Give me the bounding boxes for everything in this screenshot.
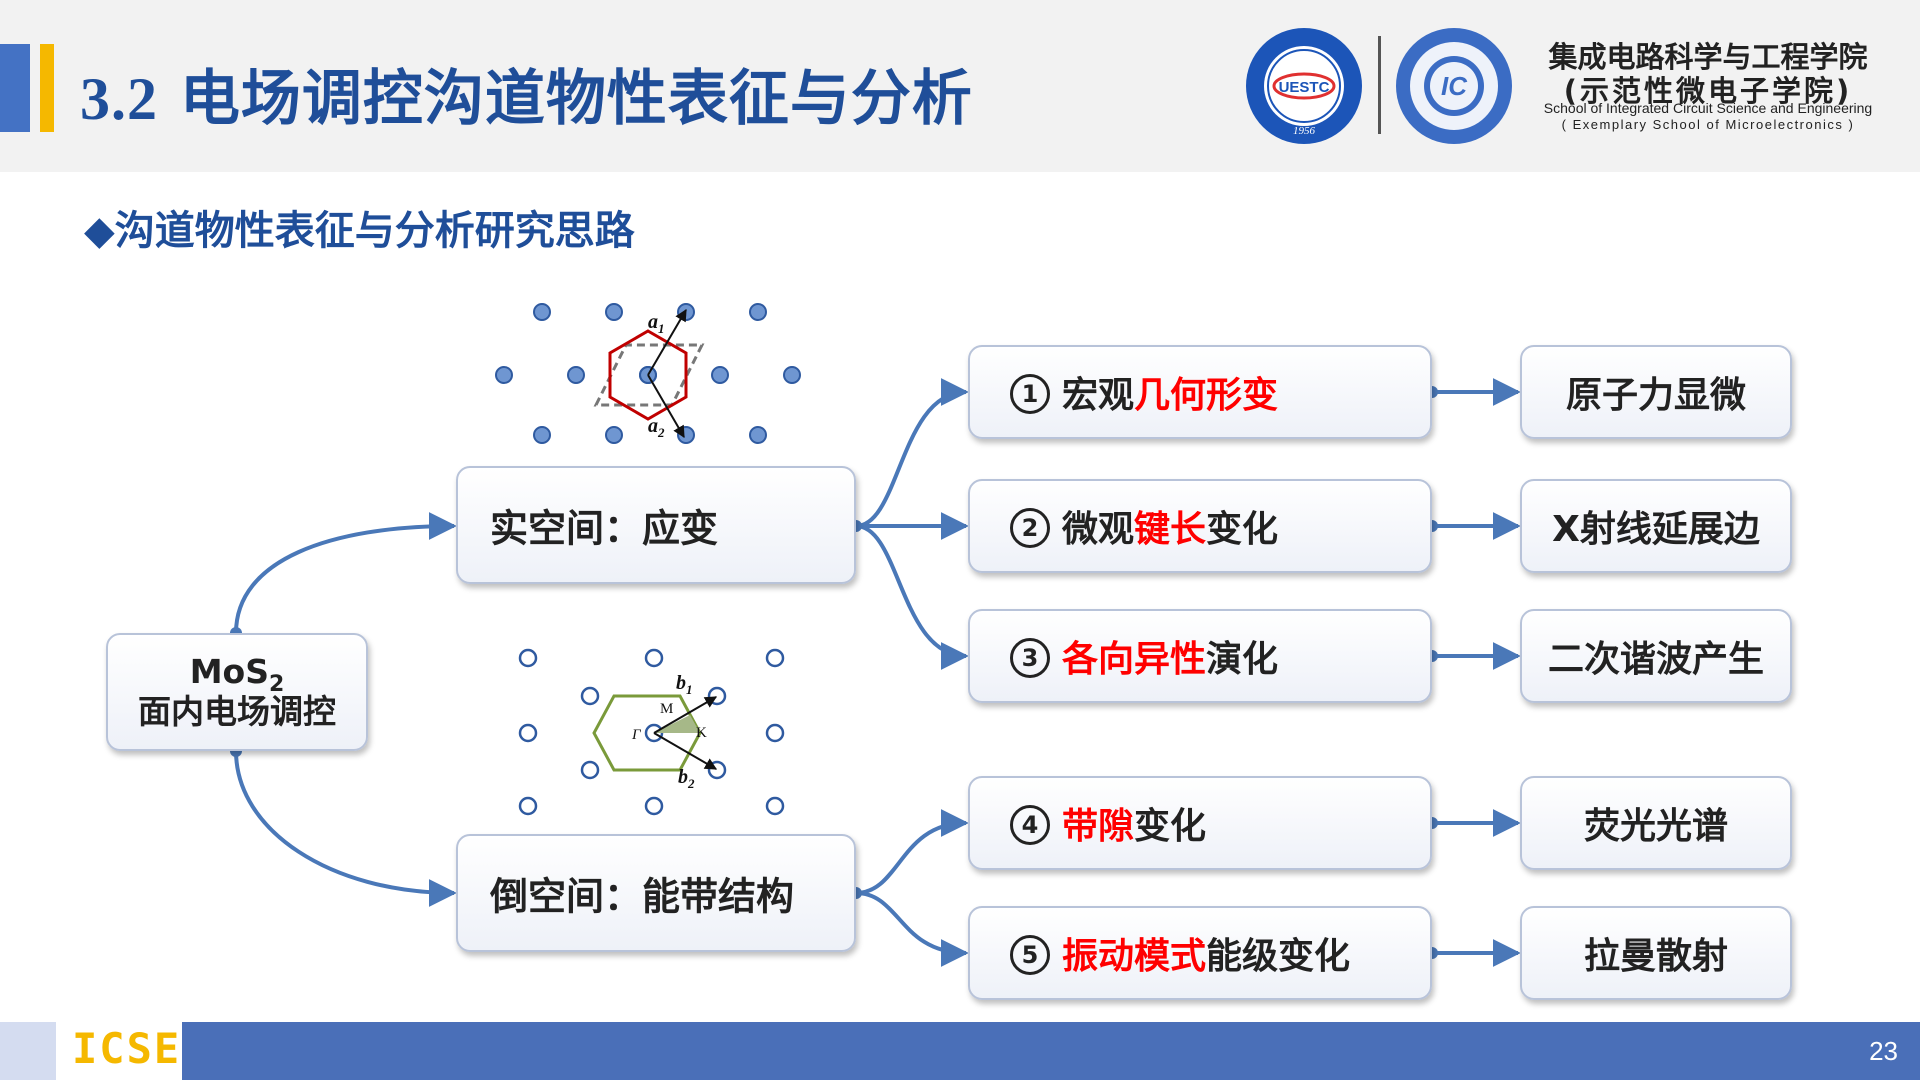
item-number-5: 5	[1010, 935, 1050, 975]
label-b1: b1	[676, 672, 693, 697]
page-number: 23	[1869, 1036, 1898, 1066]
item-box-1: 1 宏观几何形变	[968, 345, 1432, 439]
label-gamma: Γ	[631, 727, 642, 743]
item-number-1: 1	[1010, 374, 1050, 414]
method-box-3: 二次谐波产生	[1520, 609, 1792, 703]
connector-root-recip	[234, 750, 457, 907]
school-subname-en: ( Exemplary School of Microelectronics )	[1561, 117, 1855, 132]
method-box-2: X射线延展边	[1520, 479, 1792, 573]
method-label-3: 二次谐波产生	[1547, 639, 1764, 680]
item-box-5: 5 振动模式能级变化	[968, 906, 1432, 1000]
real-space-lattice: a1 a2	[495, 303, 801, 444]
label-a2: a2	[648, 415, 665, 440]
label-a1: a1	[648, 311, 665, 336]
reciprocal-space-label: 倒空间：能带结构	[490, 874, 795, 919]
method-label-4: 荧光光谱	[1583, 806, 1728, 847]
school-name-cn: 集成电路科学与工程学院	[1548, 40, 1868, 74]
item-post-3: 演化	[1206, 639, 1279, 680]
method-box-1: 原子力显微	[1520, 345, 1792, 439]
page-title: 3.2 电场调控沟道物性表征与分析	[80, 50, 973, 137]
method-label-1: 原子力显微	[1565, 375, 1746, 416]
section-subtitle: ◆沟道物性表征与分析研究思路	[84, 208, 635, 254]
footer-accent	[0, 1022, 56, 1080]
connector-recip-4	[855, 809, 969, 895]
method-label-2: X射线延展边	[1552, 509, 1760, 550]
label-m: M	[660, 701, 673, 717]
root-line1-sub: 2	[268, 672, 285, 697]
item-post-4: 变化	[1134, 806, 1207, 847]
item-pre-1: 宏观	[1062, 375, 1135, 416]
label-b2: b2	[678, 766, 695, 791]
connector-recip-5	[855, 891, 969, 967]
footer-bar	[182, 1022, 1920, 1080]
title-text: 电场调控沟道物性表征与分析	[179, 64, 973, 134]
item-number-2: 2	[1010, 508, 1050, 548]
school-name-en: School of Integrated Circuit Science and…	[1543, 100, 1873, 116]
footer-logo: ICSE	[72, 1024, 182, 1073]
item-number-3: 3	[1010, 638, 1050, 678]
item-number-4: 4	[1010, 805, 1050, 845]
uestc-logo: UESTC 1956	[1246, 28, 1362, 144]
title-number: 3.2	[80, 66, 158, 132]
item-box-3: 3 各向异性演化	[968, 609, 1432, 703]
reciprocal-space-box: 倒空间：能带结构	[456, 834, 856, 952]
logo1-year: 1956	[1293, 125, 1316, 137]
item-pre-2: 微观	[1062, 509, 1135, 550]
title-accent-bar-gold	[40, 44, 54, 132]
item-highlight-2: 键长	[1134, 509, 1207, 550]
logo1-text: UESTC	[1279, 79, 1330, 96]
method-box-5: 拉曼散射	[1520, 906, 1792, 1000]
item-post-5: 能级变化	[1206, 936, 1351, 977]
item-highlight-1: 几何形变	[1134, 375, 1279, 416]
connector-real-1	[855, 378, 969, 528]
item-box-4: 4 带隙变化	[968, 776, 1432, 870]
real-space-box: 实空间：应变	[456, 466, 856, 584]
logo-separator	[1378, 36, 1381, 134]
connector-real-3	[855, 524, 969, 670]
school-subname-cn: (示范性微电子学院)	[1563, 74, 1853, 108]
method-label-5: 拉曼散射	[1583, 936, 1728, 977]
item-highlight-5: 振动模式	[1062, 936, 1207, 977]
method-box-4: 荧光光谱	[1520, 776, 1792, 870]
header-band	[0, 0, 1920, 172]
item-highlight-3: 各向异性	[1062, 639, 1207, 680]
item-box-2: 2 微观键长变化	[968, 479, 1432, 573]
root-line2: 面内电场调控	[138, 692, 336, 731]
reciprocal-lattice: b1 b2 Γ M K	[518, 648, 785, 816]
root-line1: MoS	[189, 652, 269, 691]
label-k: K	[696, 725, 707, 741]
item-highlight-4: 带隙	[1062, 806, 1135, 847]
icse-logo: IC	[1396, 28, 1512, 144]
real-space-label: 实空间：应变	[490, 506, 719, 551]
title-accent-bar-blue	[0, 44, 30, 132]
connector-root-real	[234, 512, 457, 634]
item-post-2: 变化	[1206, 509, 1279, 550]
logo2-text: IC	[1441, 71, 1468, 101]
